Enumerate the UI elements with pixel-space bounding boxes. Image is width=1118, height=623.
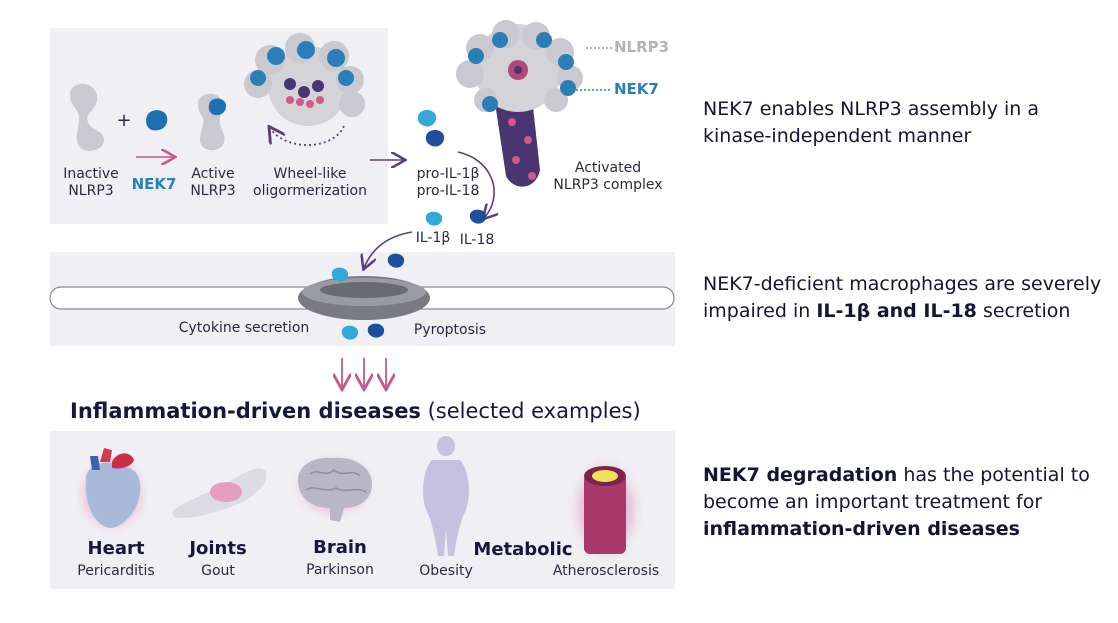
activated-complex-label: Activated NLRP3 complex [553, 160, 663, 193]
brain-category: Brain [313, 537, 367, 558]
il1b-label: IL-1β [415, 230, 451, 246]
cytokine-secretion-label: Cytokine secretion [178, 320, 310, 336]
atherosclerosis-example: Atherosclerosis [552, 563, 660, 579]
obesity-figure-icon [423, 436, 469, 556]
heart-icon [72, 448, 152, 538]
il1b-icon [425, 211, 443, 226]
inactive-nlrp3-icon [70, 83, 104, 151]
pyroptosis-label: Pyroptosis [413, 322, 487, 338]
metabolic-category: Metabolic [473, 539, 573, 560]
statement-2-pre: NEK7-deficient macrophages are severely … [703, 273, 1102, 322]
active-nlrp3-label: Active NLRP3 [190, 166, 236, 199]
processing-arrow [457, 151, 494, 218]
obesity-example: Obesity [419, 563, 473, 579]
pro-il18-icon [425, 130, 445, 147]
nek7-icon [146, 110, 168, 131]
secreted-il1b-icon [331, 267, 349, 282]
diseases-heading: Inflammation-driven diseases (selected e… [70, 399, 670, 423]
joints-category: Joints [189, 538, 247, 559]
statement-nek7-deficient: NEK7-deficient macrophages are severely … [703, 271, 1103, 325]
joints-example: Gout [201, 563, 235, 579]
nlrp3-tag: NLRP3 [614, 38, 670, 56]
nek7-arrow-label: NEK7 [131, 175, 177, 193]
brain-example: Parkinson [306, 562, 374, 578]
released-il1b-icon [341, 325, 359, 340]
statement-3-bold-2: inflammation-driven diseases [703, 518, 1020, 540]
statement-3-mid: has the potential to become an important… [703, 464, 1090, 513]
heart-category: Heart [87, 538, 145, 559]
oligomerization-arrow [270, 126, 345, 146]
il18-icon [469, 209, 487, 224]
statement-2-post: secretion [976, 300, 1071, 322]
plus-sign: + [116, 110, 132, 131]
statement-nek7-degradation: NEK7 degradation has the potential to be… [703, 462, 1103, 543]
activated-nlrp3-complex-icon [456, 20, 583, 187]
secretion-arrow [364, 231, 413, 268]
pro-il1b-icon [417, 110, 437, 127]
statement-nek7-assembly: NEK7 enables NLRP3 assembly in a kinase-… [703, 98, 1039, 147]
pro-cytokines-label: pro-IL-1β pro-IL-18 [416, 166, 480, 199]
statement-2-bold: IL-1β and IL-18 [816, 300, 977, 322]
il18-label: IL-18 [459, 232, 495, 248]
joint-foot-icon [172, 468, 267, 518]
wheel-oligomerization-label: Wheel-like oligormerization [253, 166, 367, 199]
statement-3-bold-1: NEK7 degradation [703, 464, 898, 486]
heart-example: Pericarditis [77, 563, 155, 579]
diseases-heading-bold: Inflammation-driven diseases [70, 399, 421, 423]
diseases-heading-normal: (selected examples) [420, 399, 641, 423]
gasdermin-pore-icon [298, 276, 430, 320]
wheel-oligomer-icon [244, 33, 365, 126]
released-il18-icon [367, 323, 385, 338]
inactive-nlrp3-label: Inactive NLRP3 [63, 166, 119, 199]
secreted-il18-icon [387, 253, 405, 268]
nek7-tag: NEK7 [614, 80, 659, 98]
brain-icon [288, 450, 380, 522]
artery-icon [566, 452, 646, 568]
